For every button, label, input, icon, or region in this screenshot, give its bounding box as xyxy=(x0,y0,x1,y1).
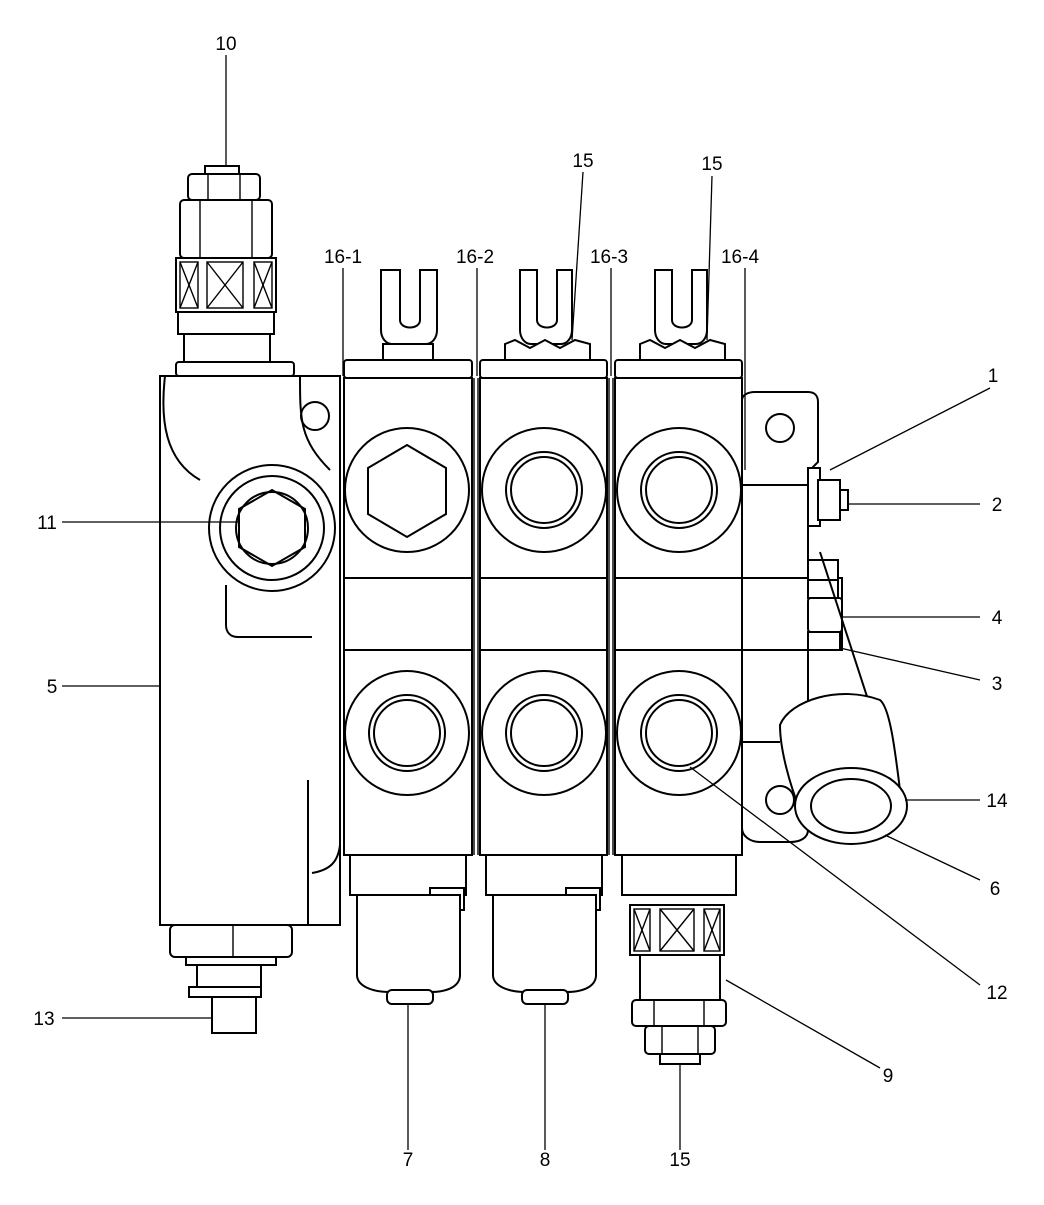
leader-lines xyxy=(62,55,991,1150)
outlet-cap xyxy=(778,693,908,845)
label-1: 1 xyxy=(988,366,999,387)
label-10: 10 xyxy=(215,34,236,55)
label-16-1: 16-1 xyxy=(324,247,362,268)
label-9: 9 xyxy=(883,1066,894,1087)
inlet-body xyxy=(159,375,341,926)
label-14: 14 xyxy=(986,791,1008,812)
callout-labels: 10 15 15 16-1 16-2 16-3 16-4 1 2 4 3 14 … xyxy=(33,34,1008,1171)
bolt-stack-lower xyxy=(807,551,901,799)
valve-section-1 xyxy=(343,269,473,1005)
label-2: 2 xyxy=(992,495,1003,516)
label-16-4: 16-4 xyxy=(721,247,759,268)
valve-section-3 xyxy=(614,269,743,1065)
label-4: 4 xyxy=(992,608,1003,629)
relief-valve-top xyxy=(175,165,295,377)
label-15-bottom: 15 xyxy=(669,1150,690,1171)
section-seams xyxy=(473,378,614,855)
label-15-top-right: 15 xyxy=(701,154,722,175)
label-3: 3 xyxy=(992,674,1003,695)
label-16-3: 16-3 xyxy=(590,247,628,268)
label-15-top-left: 15 xyxy=(572,151,593,172)
label-8: 8 xyxy=(540,1150,551,1171)
label-11: 11 xyxy=(37,513,57,534)
inlet-plug xyxy=(169,924,293,1034)
label-6: 6 xyxy=(990,879,1001,900)
bolt-stack-upper xyxy=(807,467,849,527)
label-16-2: 16-2 xyxy=(456,247,494,268)
label-12: 12 xyxy=(986,983,1007,1004)
label-13: 13 xyxy=(33,1009,54,1030)
valve-section-2 xyxy=(479,269,608,1005)
label-5: 5 xyxy=(47,677,58,698)
label-7: 7 xyxy=(403,1150,414,1171)
